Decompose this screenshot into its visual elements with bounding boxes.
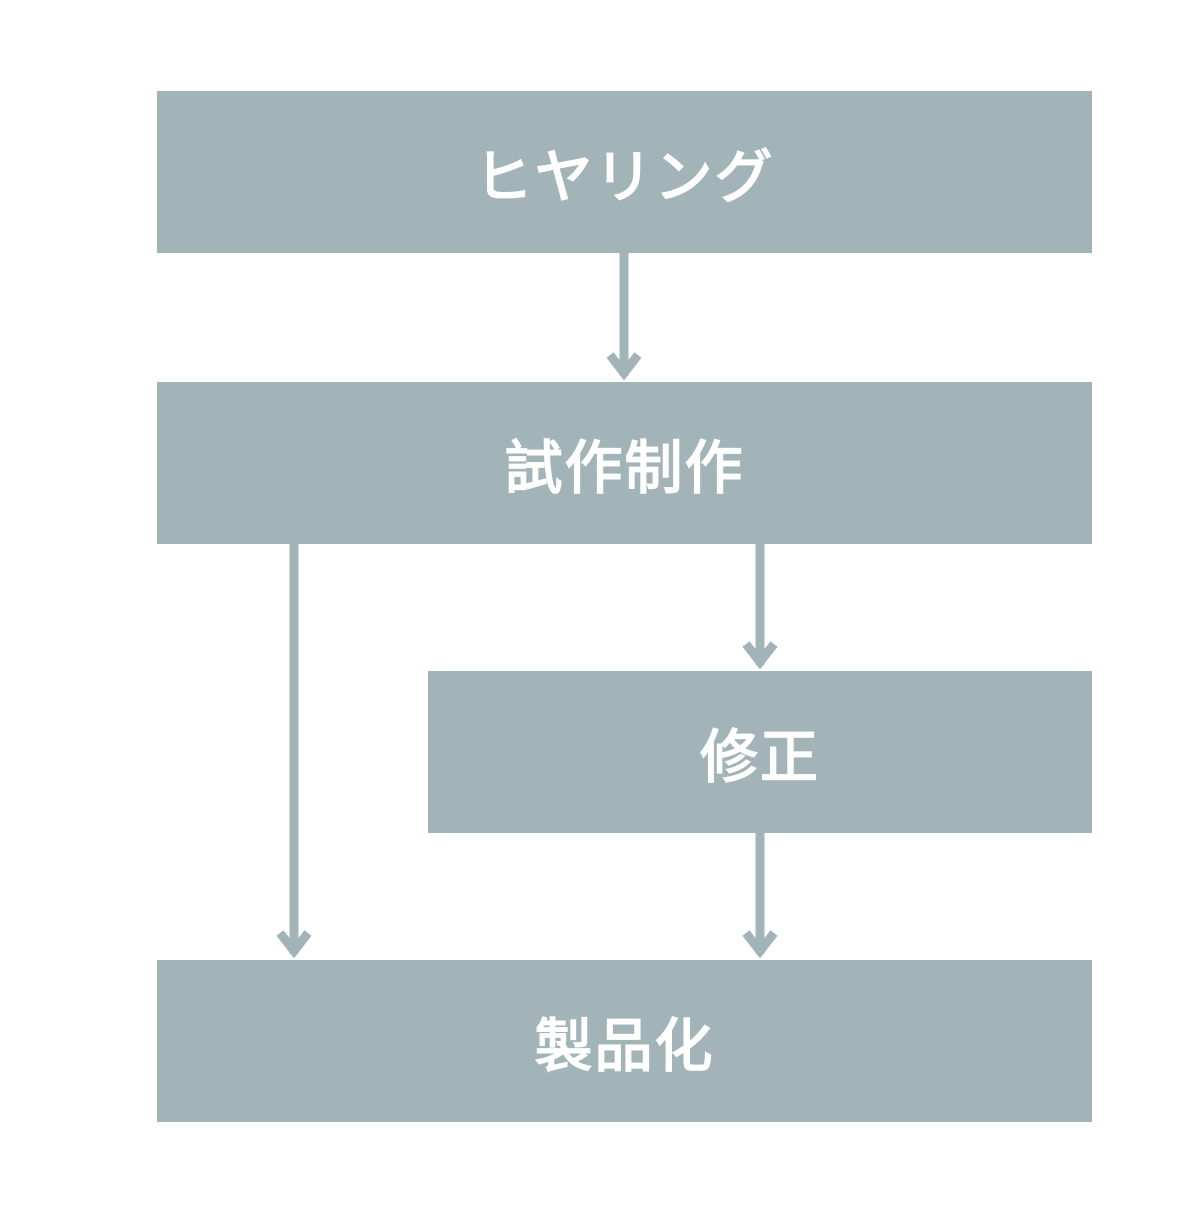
arrow-hearing-to-prototype [606,253,642,381]
step-box-product: 製品化 [157,960,1092,1122]
step-label-product: 製品化 [534,1012,715,1080]
arrow-prototype-to-product [276,544,312,959]
step-label-hearing: ヒヤリング [474,143,775,211]
step-label-prototype: 試作制作 [504,434,745,502]
arrow-revision-to-product [742,833,778,959]
arrow-prototype-to-revision [742,544,778,670]
step-box-prototype: 試作制作 [157,382,1092,544]
step-box-revision: 修正 [428,671,1092,833]
step-label-revision: 修正 [699,723,820,791]
step-box-hearing: ヒヤリング [157,91,1092,253]
